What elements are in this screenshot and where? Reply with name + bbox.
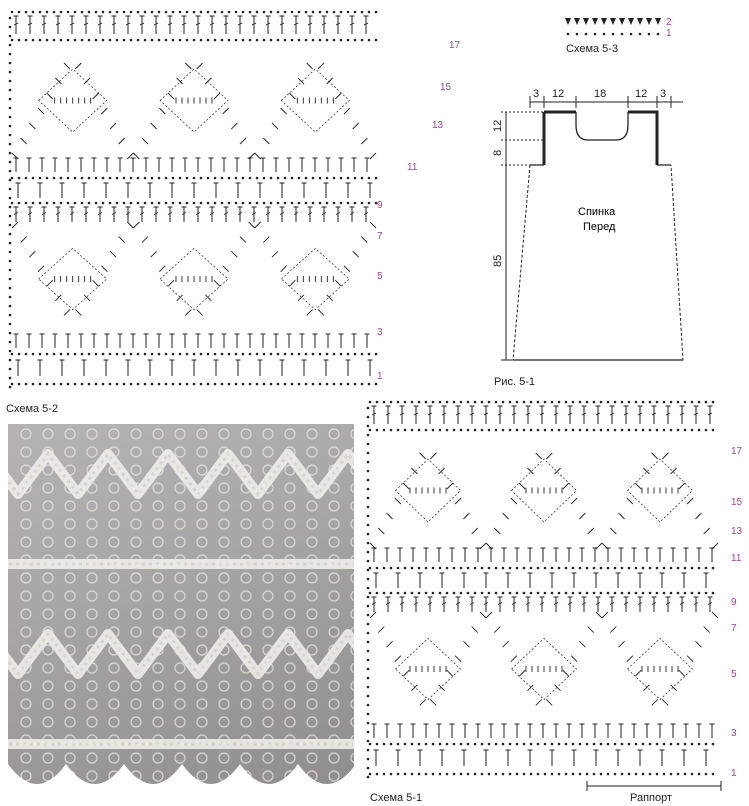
dim-top-1: 3 bbox=[533, 88, 539, 100]
scheme-5-1-row-15: 15 bbox=[731, 497, 743, 508]
front-label: Перед bbox=[583, 221, 616, 233]
repeat-label: Раппорт bbox=[630, 792, 673, 804]
scheme-5-1-row-1: 1 bbox=[731, 768, 737, 779]
scheme-5-3-row-1: 1 bbox=[666, 28, 672, 39]
scheme-5-2-row-7: 7 bbox=[377, 231, 383, 242]
scheme-5-2-row-9: 9 bbox=[377, 200, 383, 211]
scheme-5-2-row-15: 15 bbox=[440, 82, 452, 93]
dim-top-3: 18 bbox=[594, 88, 606, 100]
dim-side-1: 12 bbox=[492, 120, 504, 132]
scheme-5-1-row-13: 13 bbox=[731, 526, 743, 537]
dim-top-5: 3 bbox=[660, 88, 666, 100]
repeat-bracket bbox=[586, 781, 722, 791]
dim-side-3: 85 bbox=[492, 255, 504, 267]
scheme-5-2-row-17: 17 bbox=[449, 40, 461, 51]
scheme-5-3-chart bbox=[565, 18, 661, 36]
scheme-5-1-row-9: 9 bbox=[731, 597, 737, 608]
scheme-5-1-row-17: 17 bbox=[731, 446, 743, 457]
dim-top-4: 12 bbox=[635, 88, 647, 100]
scheme-5-3-row-2: 2 bbox=[666, 17, 672, 28]
scheme-5-1-row-3: 3 bbox=[731, 728, 737, 739]
scheme-5-1-chart bbox=[366, 400, 719, 779]
scheme-5-2-chart bbox=[8, 10, 378, 389]
scheme-5-2-row-5: 5 bbox=[377, 271, 383, 282]
back-label: Спинка bbox=[578, 206, 616, 218]
scheme-5-2-row-11: 11 bbox=[407, 162, 418, 173]
scheme-5-1-label: Схема 5-1 bbox=[370, 792, 423, 804]
scheme-5-1-row-11: 11 bbox=[731, 553, 742, 564]
scheme-5-2-row-1: 1 bbox=[377, 371, 383, 382]
scheme-5-1-row-5: 5 bbox=[731, 669, 737, 680]
lace-sample-photo bbox=[8, 424, 354, 804]
scheme-5-1-row-7: 7 bbox=[731, 623, 737, 634]
scheme-5-3-label: Схема 5-3 bbox=[566, 43, 619, 55]
garment-outline-figure: 3 12 18 12 3 12 8 85 Спинка Перед bbox=[492, 88, 684, 361]
scheme-5-2-label: Схема 5-2 bbox=[6, 403, 59, 415]
dim-top-2: 12 bbox=[552, 88, 564, 100]
scheme-5-2-row-13: 13 bbox=[432, 120, 444, 131]
figure-5-1-label: Рис. 5-1 bbox=[494, 376, 535, 388]
dim-side-2: 8 bbox=[492, 150, 504, 156]
scheme-5-2-row-3: 3 bbox=[377, 327, 383, 338]
